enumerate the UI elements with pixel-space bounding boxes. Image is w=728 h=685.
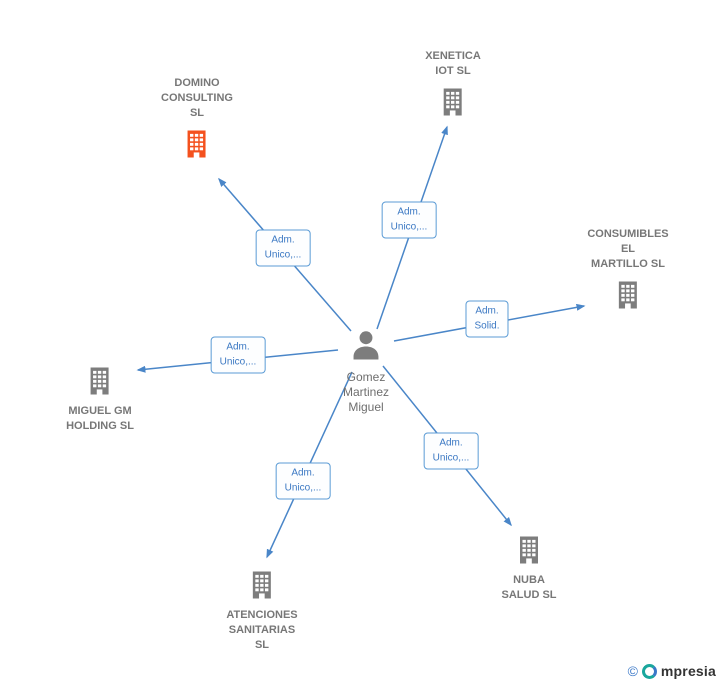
person-icon [353, 331, 379, 360]
company-label: ATENCIONES SANITARIAS SL [226, 609, 298, 651]
edge-label-consumibles[interactable]: Adm. Solid. [465, 300, 509, 338]
company-node-domino-consulting[interactable]: DOMINO CONSULTING SL [161, 76, 233, 160]
watermark-brand-text: mpresia [660, 663, 716, 679]
company-node-atenciones-sanitarias[interactable]: ATENCIONES SANITARIAS SL [226, 569, 298, 653]
company-node-xenetica-iot[interactable]: XENETICA IOT SL [425, 49, 481, 118]
edge-label-xenetica[interactable]: Adm. Unico,... [381, 201, 437, 239]
building-icon [444, 88, 462, 116]
company-node-nuba-salud[interactable]: NUBA SALUD SL [502, 534, 557, 603]
empresia-watermark[interactable]: © mpresia [628, 663, 716, 679]
company-label: XENETICA IOT SL [425, 50, 481, 77]
person-label: Gomez Martinez Miguel [342, 370, 390, 414]
building-icon [619, 281, 637, 309]
company-label: CONSUMIBLES EL MARTILLO SL [587, 228, 669, 270]
copyright-symbol: © [627, 663, 638, 679]
edge-label-miguel-gm[interactable]: Adm. Unico,... [210, 336, 266, 374]
company-node-consumibles-el-martillo[interactable]: CONSUMIBLES EL MARTILLO SL [587, 227, 669, 311]
building-icon [188, 130, 206, 158]
building-icon [520, 536, 538, 564]
company-label: NUBA SALUD SL [501, 574, 557, 601]
building-icon [253, 571, 271, 599]
edge-label-domino[interactable]: Adm. Unico,... [255, 229, 311, 267]
person-node-gomez-martinez-miguel[interactable]: Gomez Martinez Miguel [343, 328, 389, 415]
company-label: MIGUEL GM HOLDING SL [66, 405, 134, 432]
edge-label-nuba[interactable]: Adm. Unico,... [423, 432, 479, 470]
building-icon [91, 367, 109, 395]
edge-label-atenciones[interactable]: Adm. Unico,... [275, 462, 331, 500]
company-label: DOMINO CONSULTING SL [161, 77, 233, 119]
empresia-logo-icon [641, 663, 657, 679]
company-node-miguel-gm-holding[interactable]: MIGUEL GM HOLDING SL [66, 365, 134, 434]
